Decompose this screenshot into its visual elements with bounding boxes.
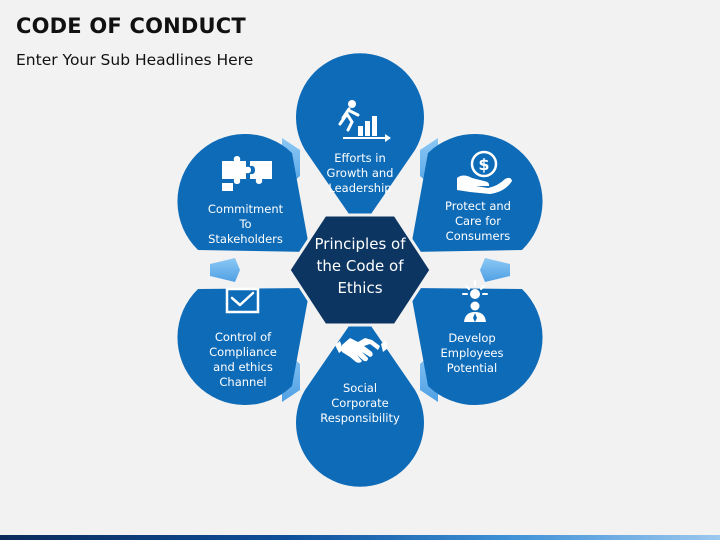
checkbox-icon	[225, 287, 260, 314]
center-label: Principles of the Code of Ethics	[314, 235, 406, 297]
petal-label-growth: Efforts in Growth and Leadership	[326, 151, 394, 195]
petal-bottom-left[interactable]	[177, 288, 310, 406]
petal-bottom[interactable]	[296, 310, 424, 487]
petal-label-compliance: Control of Compliance and ethics Channel	[209, 330, 277, 389]
petal-top[interactable]	[296, 53, 424, 231]
petal-top-right[interactable]	[410, 133, 543, 252]
dollar-hand-icon: $	[457, 150, 512, 194]
center-hexagon	[287, 213, 433, 327]
footer-bar	[0, 535, 720, 540]
petal-bottom-right[interactable]	[410, 288, 543, 406]
puzzle-icon	[222, 156, 272, 191]
growth-steps-icon	[338, 100, 391, 142]
employee-idea-icon	[462, 280, 488, 322]
svg-text:$: $	[478, 155, 489, 174]
page-title: CODE OF CONDUCT	[16, 14, 246, 38]
petal-label-employees: Develop Employees Potential	[440, 331, 504, 375]
petal-top-left[interactable]	[177, 133, 310, 252]
petal-label-consumers: Protect and Care for Consumers	[445, 199, 511, 243]
petal-label-social: Social Corporate Responsibility	[320, 381, 400, 425]
petal-label-stakeholders: Commitment To Stakeholders	[207, 202, 284, 246]
page-subtitle: Enter Your Sub Headlines Here	[16, 51, 254, 69]
petals	[177, 53, 543, 487]
handshake-icon	[335, 338, 388, 363]
